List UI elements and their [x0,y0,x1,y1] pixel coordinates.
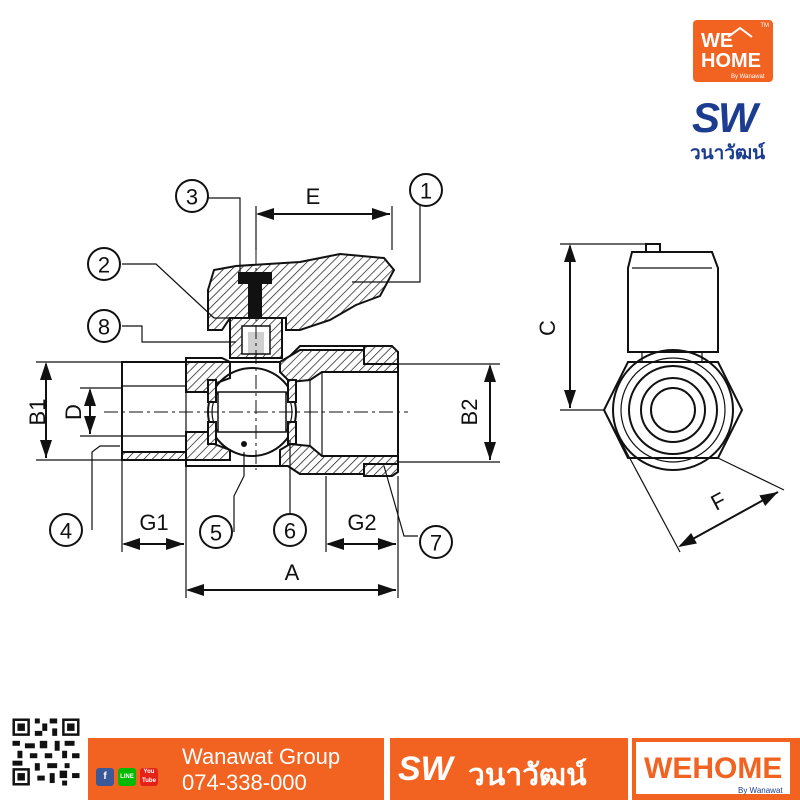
footer-wehome-box [636,742,790,794]
callout-4-number: 4 [60,519,72,544]
footer-sw-panel [390,738,628,800]
dim-label-b1: B1 [25,399,50,426]
callout-2: 2 [87,247,121,281]
wehome-by-text: By Wanawat [731,74,765,80]
footer-phone[interactable]: 074-338-000 [182,770,307,795]
dim-label-b2: B2 [457,399,482,426]
facebook-icon[interactable]: f [96,768,114,786]
dim-label-a: A [285,560,300,585]
sw-logo: SW วนาวัฒน์ [690,94,785,164]
dim-label-g1: G1 [139,510,168,535]
dim-label-c: C [535,320,560,336]
footer-wehome-by: By Wanawat [738,786,783,795]
callout-4: 4 [49,513,83,547]
callout-7-number: 7 [430,531,442,556]
youtube-icon[interactable]: You Tube [140,768,158,786]
wehome-logo: TM WE HOME By Wanawat [693,20,773,82]
house-roof-icon [727,26,753,38]
social-icons: f LINE You Tube [96,768,158,786]
callout-7: 7 [419,525,453,559]
wehome-tm: TM [760,23,769,29]
dim-label-f: F [707,487,731,515]
callout-8: 8 [87,309,121,343]
valve-end-view [560,243,785,553]
line-icon[interactable]: LINE [118,768,136,786]
callout-6: 6 [273,513,307,547]
callout-3: 3 [175,179,209,213]
wehome-home-text: HOME [701,50,761,72]
callout-leaders [91,192,421,537]
dim-label-d: D [61,404,86,420]
wehome-we-text: WE [701,30,734,52]
callout-1-number: 1 [420,179,432,204]
callout-3-number: 3 [186,185,198,210]
callout-2-number: 2 [98,253,110,278]
callout-1: 1 [409,173,443,207]
footer-wehome-text: WEHOME [644,752,783,785]
valve-section-view [104,250,408,477]
qr-code [10,716,82,788]
footer-sw-mark: SW [398,750,453,788]
footer-sw-name: วนาวัฒน์ [468,759,587,792]
callout-5-number: 5 [210,521,222,546]
callout-6-number: 6 [284,519,296,544]
footer-contact-panel [88,738,384,800]
footer-company-name: Wanawat Group [182,744,341,769]
callout-8-number: 8 [98,315,110,340]
sw-logo-mark: SW [692,94,758,141]
callout-5: 5 [199,515,233,549]
dim-label-g2: G2 [347,510,376,535]
dimension-lines [36,206,500,598]
dim-label-e: E [306,184,321,209]
sw-logo-name: วนาวัฒน์ [690,143,766,164]
